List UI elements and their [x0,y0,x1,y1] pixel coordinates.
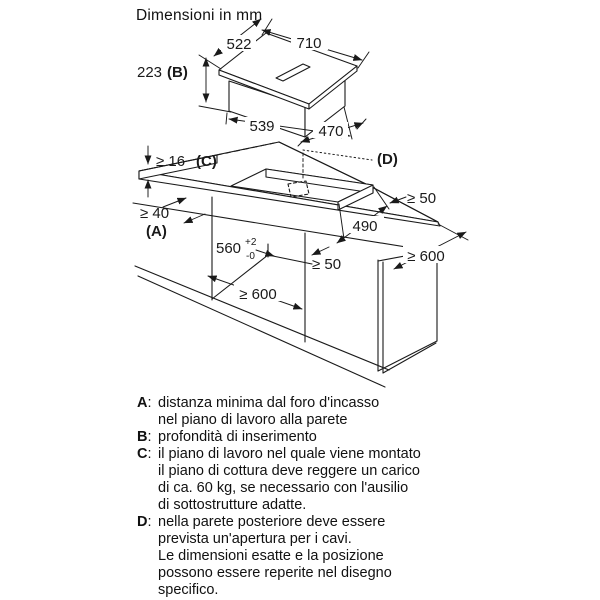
installation-diagram: 522 710 223 (B) 539 470 [132,18,469,388]
ext-tick [198,54,222,70]
legend-text-d: nella parete posteriore deve essere prev… [158,514,392,598]
hob-insert-depth-ref: (B) [167,64,188,81]
hob-insert-depth-label: 223 [137,64,162,81]
label-mask [234,284,282,301]
cable-aperture-leader-dotted [302,149,373,161]
cabinet-right-module-bottom2 [382,342,437,374]
legend-text-a: distanza minima dal foro d'incasso nel p… [158,395,380,428]
hob-diagram: 522 710 223 (B) 539 470 [137,18,370,147]
ext-tick [198,105,232,113]
legend: A: distanza minima dal foro d'incasso ne… [137,395,467,599]
hob-bottom-width-label: 539 [249,118,274,135]
worktop-thickness-label: ≥ 16 [156,153,185,170]
worktop-depth-label: ≥ 600 [407,248,444,265]
cutout-width-arrow [255,249,275,257]
wall-distance-label: ≥ 40 [140,205,169,222]
cabinet-width-label: ≥ 600 [239,286,276,303]
wall-distance-arrow-2 [183,213,206,224]
cable-aperture-ref-label: (D) [377,151,398,168]
rear-clearance-arrow [389,196,407,204]
hob-vent-slot [275,63,311,82]
hob-plate-front-right-face [308,65,358,110]
legend-key-c: C: [137,446,152,462]
cutout-width-tol-plus: +2 [245,237,257,248]
ext-tick [357,51,370,69]
label-mask [291,34,328,50]
worktop-back-edge-hidden [216,141,280,156]
legend-item-c: C: il piano di lavoro nel quale viene mo… [137,446,467,514]
rear-clearance-label: ≥ 50 [407,190,436,207]
wall-distance-arrow-1 [162,197,187,208]
legend-key-d: D: [137,514,152,530]
cable-aperture-outline [287,180,310,198]
label-mask [403,246,450,263]
legend-item-b: B: profondità di inserimento [137,429,467,446]
cutout-width-label: 560 [216,240,241,257]
legend-text-b: profondità di inserimento [158,429,317,445]
worktop-thickness-ref: (C) [196,153,217,170]
cutout-depth-label: 490 [352,218,377,235]
ext-tick [437,223,469,241]
label-mask [245,117,280,133]
cabinet-plinth-edge [134,265,390,371]
legend-key-b: B: [137,429,152,445]
hob-bottom-length-label: 470 [318,123,343,140]
legend-text-c: il piano di lavoro nel quale viene monta… [158,446,421,513]
legend-item-d: D: nella parete posteriore deve essere p… [137,514,467,599]
label-mask [346,216,384,233]
label-mask [313,122,348,138]
side-clearance-label: ≥ 50 [312,256,341,273]
cabinet-right-module-bottom [377,340,438,372]
label-mask [221,35,256,51]
legend-item-a: A: distanza minima dal foro d'incasso ne… [137,395,467,429]
worktop-left-edge [138,154,218,172]
worktop-diagram: (D) ≥ 16 (C) ≥ 40 (A) ≥ 50 490 560 +2 -0… [132,141,469,388]
hob-top-width-label: 522 [226,36,251,53]
side-clearance-arrow [311,246,330,256]
cutout-width-tol-minus: -0 [246,251,255,262]
cabinet-plinth-edge2 [137,275,386,388]
hob-top-length-label: 710 [296,35,321,52]
wall-distance-ref: (A) [146,223,167,240]
legend-key-a: A: [137,395,152,411]
ext-tick [225,112,228,125]
cabinet-top-rail [132,202,438,253]
ext-tick [373,186,390,210]
